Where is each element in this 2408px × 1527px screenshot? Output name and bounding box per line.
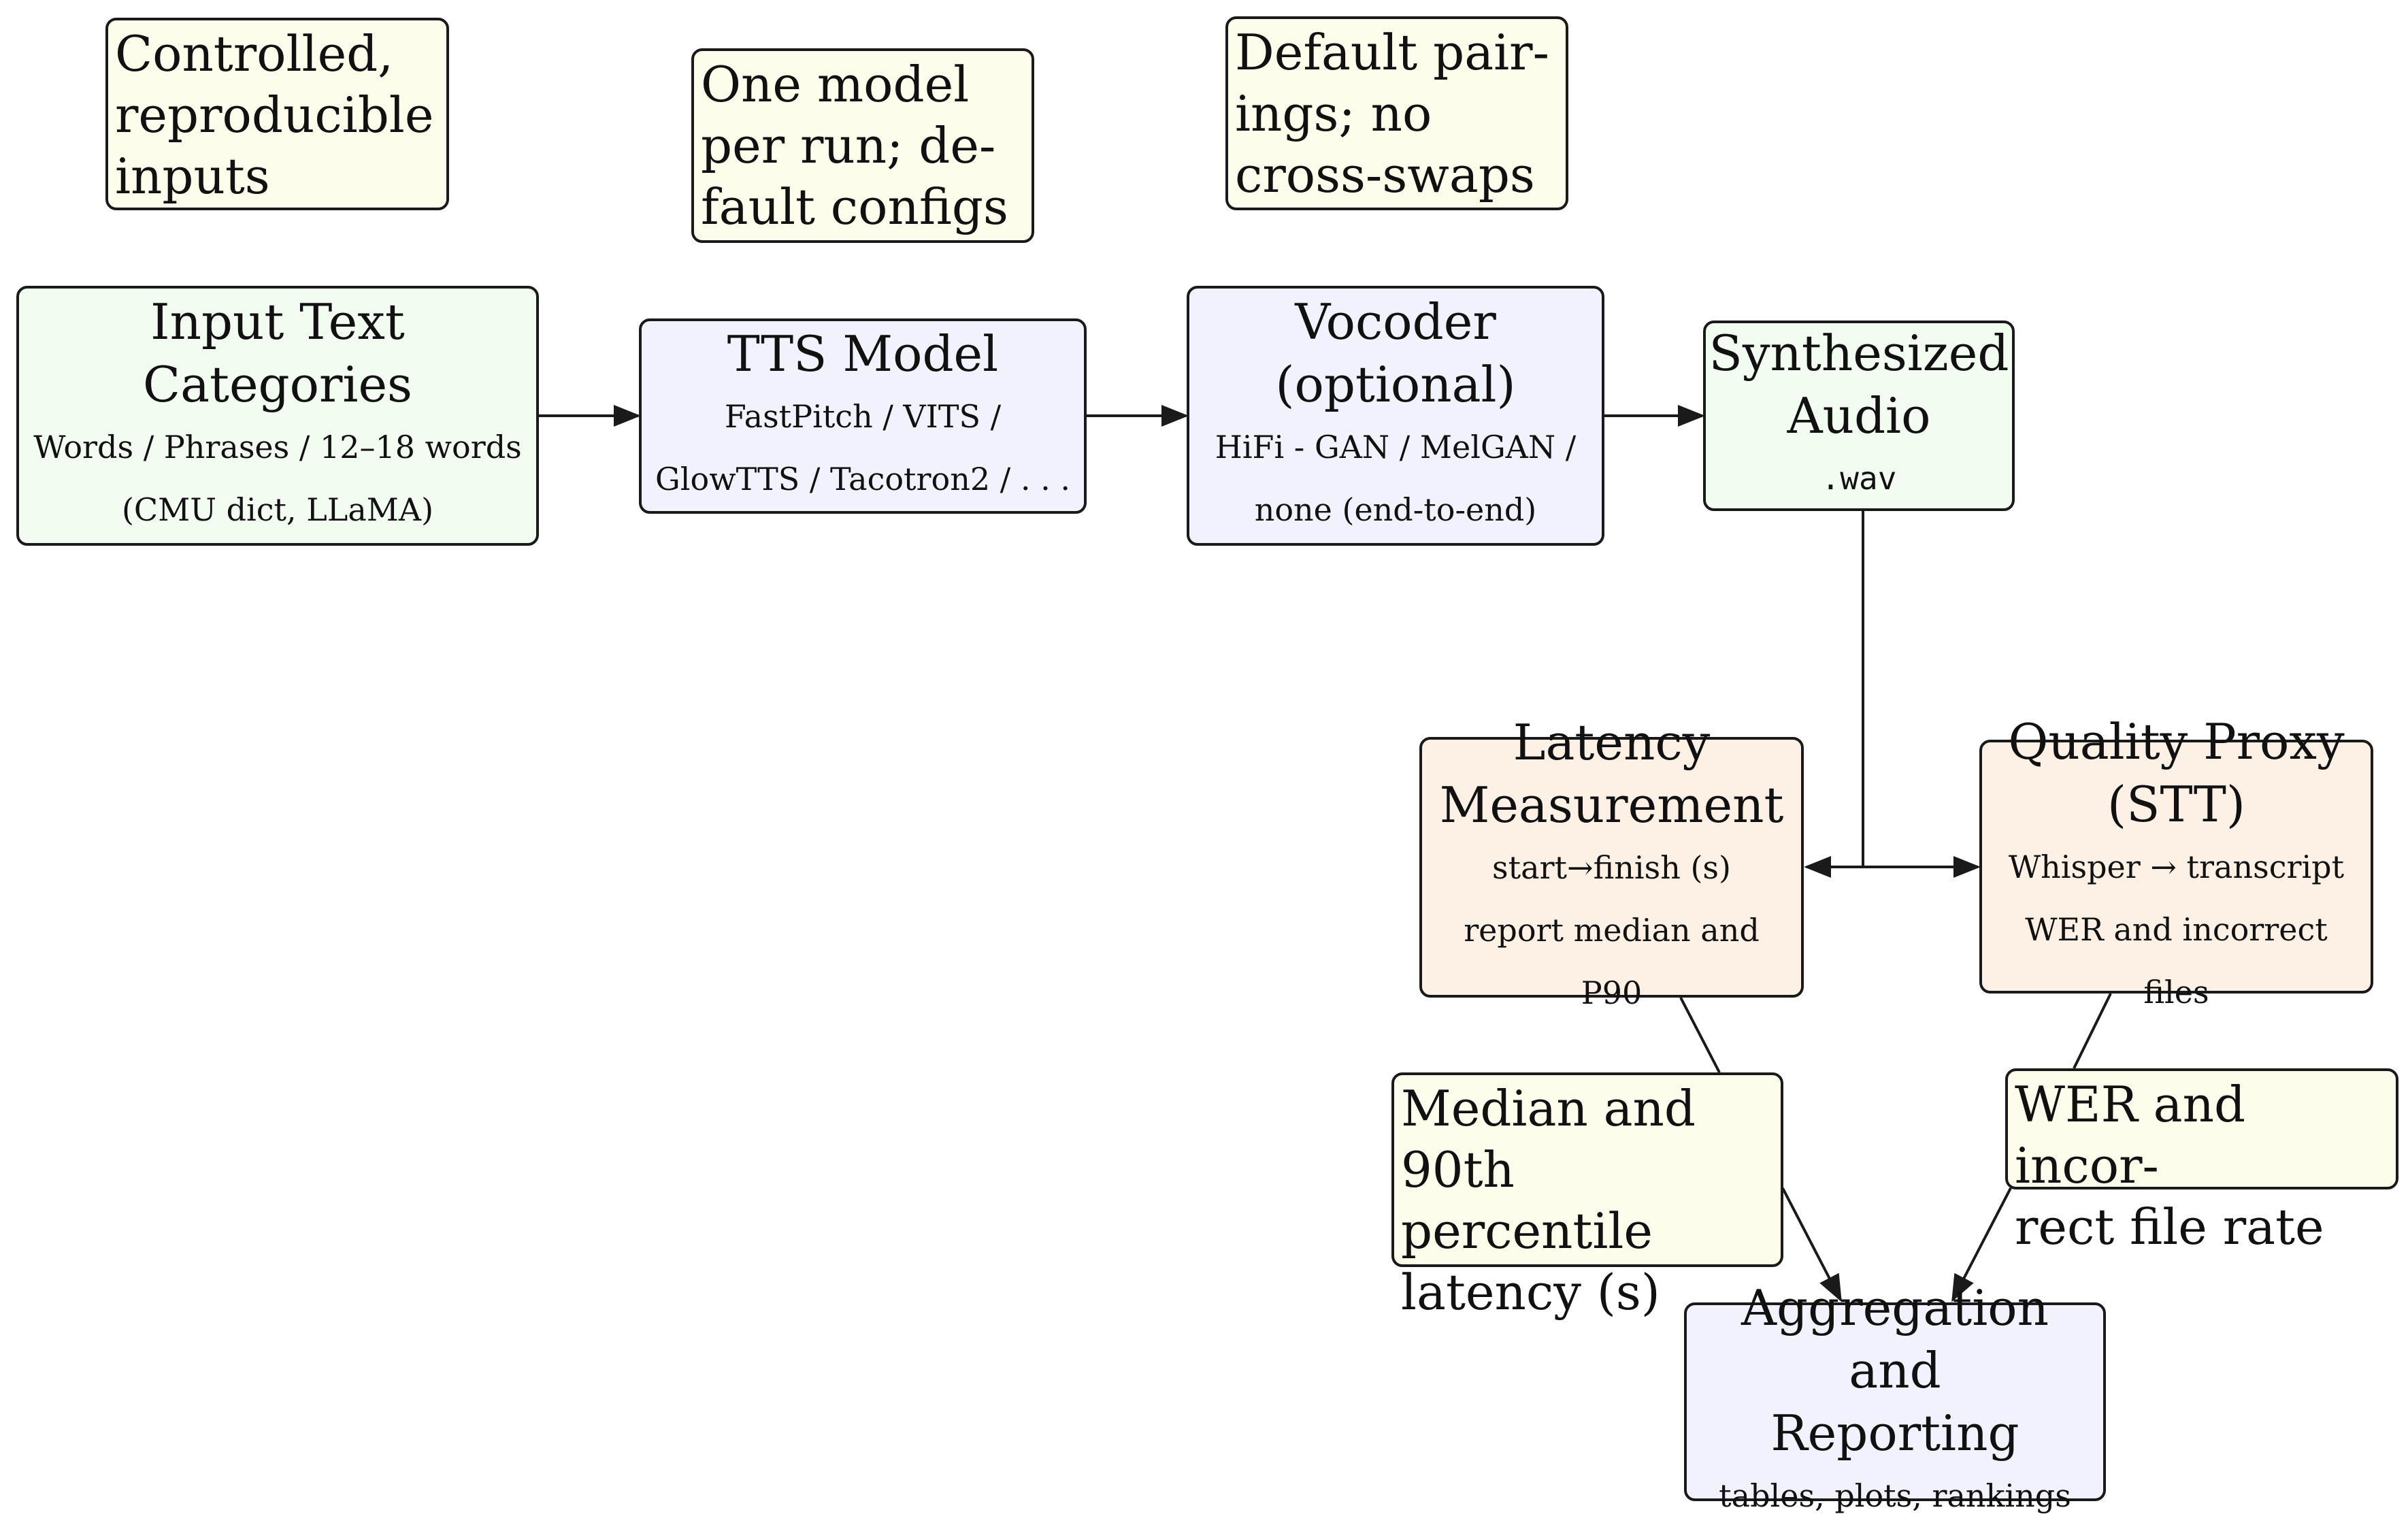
audio-title-line2: Audio [1787, 387, 1931, 444]
quality-title-line2: (STT) [2107, 775, 2245, 833]
aggregation-title-line1: Aggregation and [1741, 1279, 2049, 1399]
quality-title-line1: Quality Proxy [2008, 712, 2345, 770]
vocoder-title-line1: Vocoder [1295, 293, 1496, 350]
node-aggregation-reporting: Aggregation and Reporting tables, plots,… [1684, 1279, 2106, 1514]
node-input-text-categories: Input Text Categories Words / Phrases / … [16, 286, 539, 546]
note-latency-output: Median and 90th percentile latency (s) [1391, 1072, 1783, 1321]
latency-title-line2: Measurement [1439, 776, 1784, 834]
latency-detail-line2: report median and P90 [1464, 911, 1760, 1011]
note-default-pairings-text: Default pair- ings; no cross-swaps [1235, 24, 1549, 203]
audio-title-line1: Synthesized [1709, 325, 2009, 382]
audio-file-extension: .wav [1821, 460, 1897, 497]
note-latency-output-text: Median and 90th percentile latency (s) [1401, 1080, 1696, 1321]
node-synthesized-audio: Synthesized Audio .wav [1703, 321, 2015, 511]
note-quality-output-text: WER and incor- rect file rate [2015, 1076, 2324, 1255]
latency-detail-line1: start→finish (s) [1492, 849, 1731, 886]
vocoder-title-line2: (optional) [1275, 356, 1516, 413]
quality-detail-line2: WER and incorrect files [2025, 910, 2328, 1011]
tts-model-detail-line1: FastPitch / VITS / [724, 397, 1002, 435]
note-controlled-inputs-text: Controlled, reproducible inputs [115, 25, 434, 205]
note-one-model-per-run: One model per run; de- fault configs [691, 48, 1034, 243]
input-text-title-line1: Input Text [150, 293, 405, 350]
vocoder-detail-line1: HiFi - GAN / MelGAN / [1215, 429, 1577, 465]
aggregation-detail: tables, plots, rankings [1719, 1477, 2071, 1514]
node-quality-proxy: Quality Proxy (STT) Whisper → transcript… [1979, 713, 2373, 1011]
note-one-model-per-run-text: One model per run; de- fault configs [701, 56, 1008, 235]
node-latency-measurement: Latency Measurement start→finish (s) rep… [1419, 714, 1804, 1011]
arrow-latency-to-aggregation [1781, 1187, 1842, 1302]
arrow-quality-to-aggregation [1951, 1187, 2012, 1302]
input-text-detail-line1: Words / Phrases / 12–18 words [33, 429, 522, 465]
latency-title-line1: Latency [1513, 713, 1711, 771]
input-text-detail-line2: (CMU dict, LLaMA) [121, 491, 434, 528]
quality-detail-line1: Whisper → transcript [2008, 848, 2345, 885]
vocoder-detail-line2: none (end-to-end) [1254, 491, 1537, 528]
node-vocoder: Vocoder (optional) HiFi - GAN / MelGAN /… [1187, 286, 1604, 546]
aggregation-title-line2: Reporting [1770, 1405, 2019, 1462]
line-latency-to-note [1679, 997, 1721, 1073]
line-quality-to-note [2073, 993, 2112, 1069]
note-quality-output: WER and incor- rect file rate [2005, 1068, 2398, 1255]
input-text-title-line2: Categories [143, 356, 412, 413]
note-controlled-inputs: Controlled, reproducible inputs [105, 18, 449, 210]
tts-model-title: TTS Model [727, 325, 999, 382]
tts-model-detail-line2: GlowTTS / Tacotron2 / . . . [655, 460, 1070, 497]
note-default-pairings: Default pair- ings; no cross-swaps [1225, 16, 1568, 210]
node-tts-model: TTS Model FastPitch / VITS / GlowTTS / T… [639, 318, 1087, 514]
